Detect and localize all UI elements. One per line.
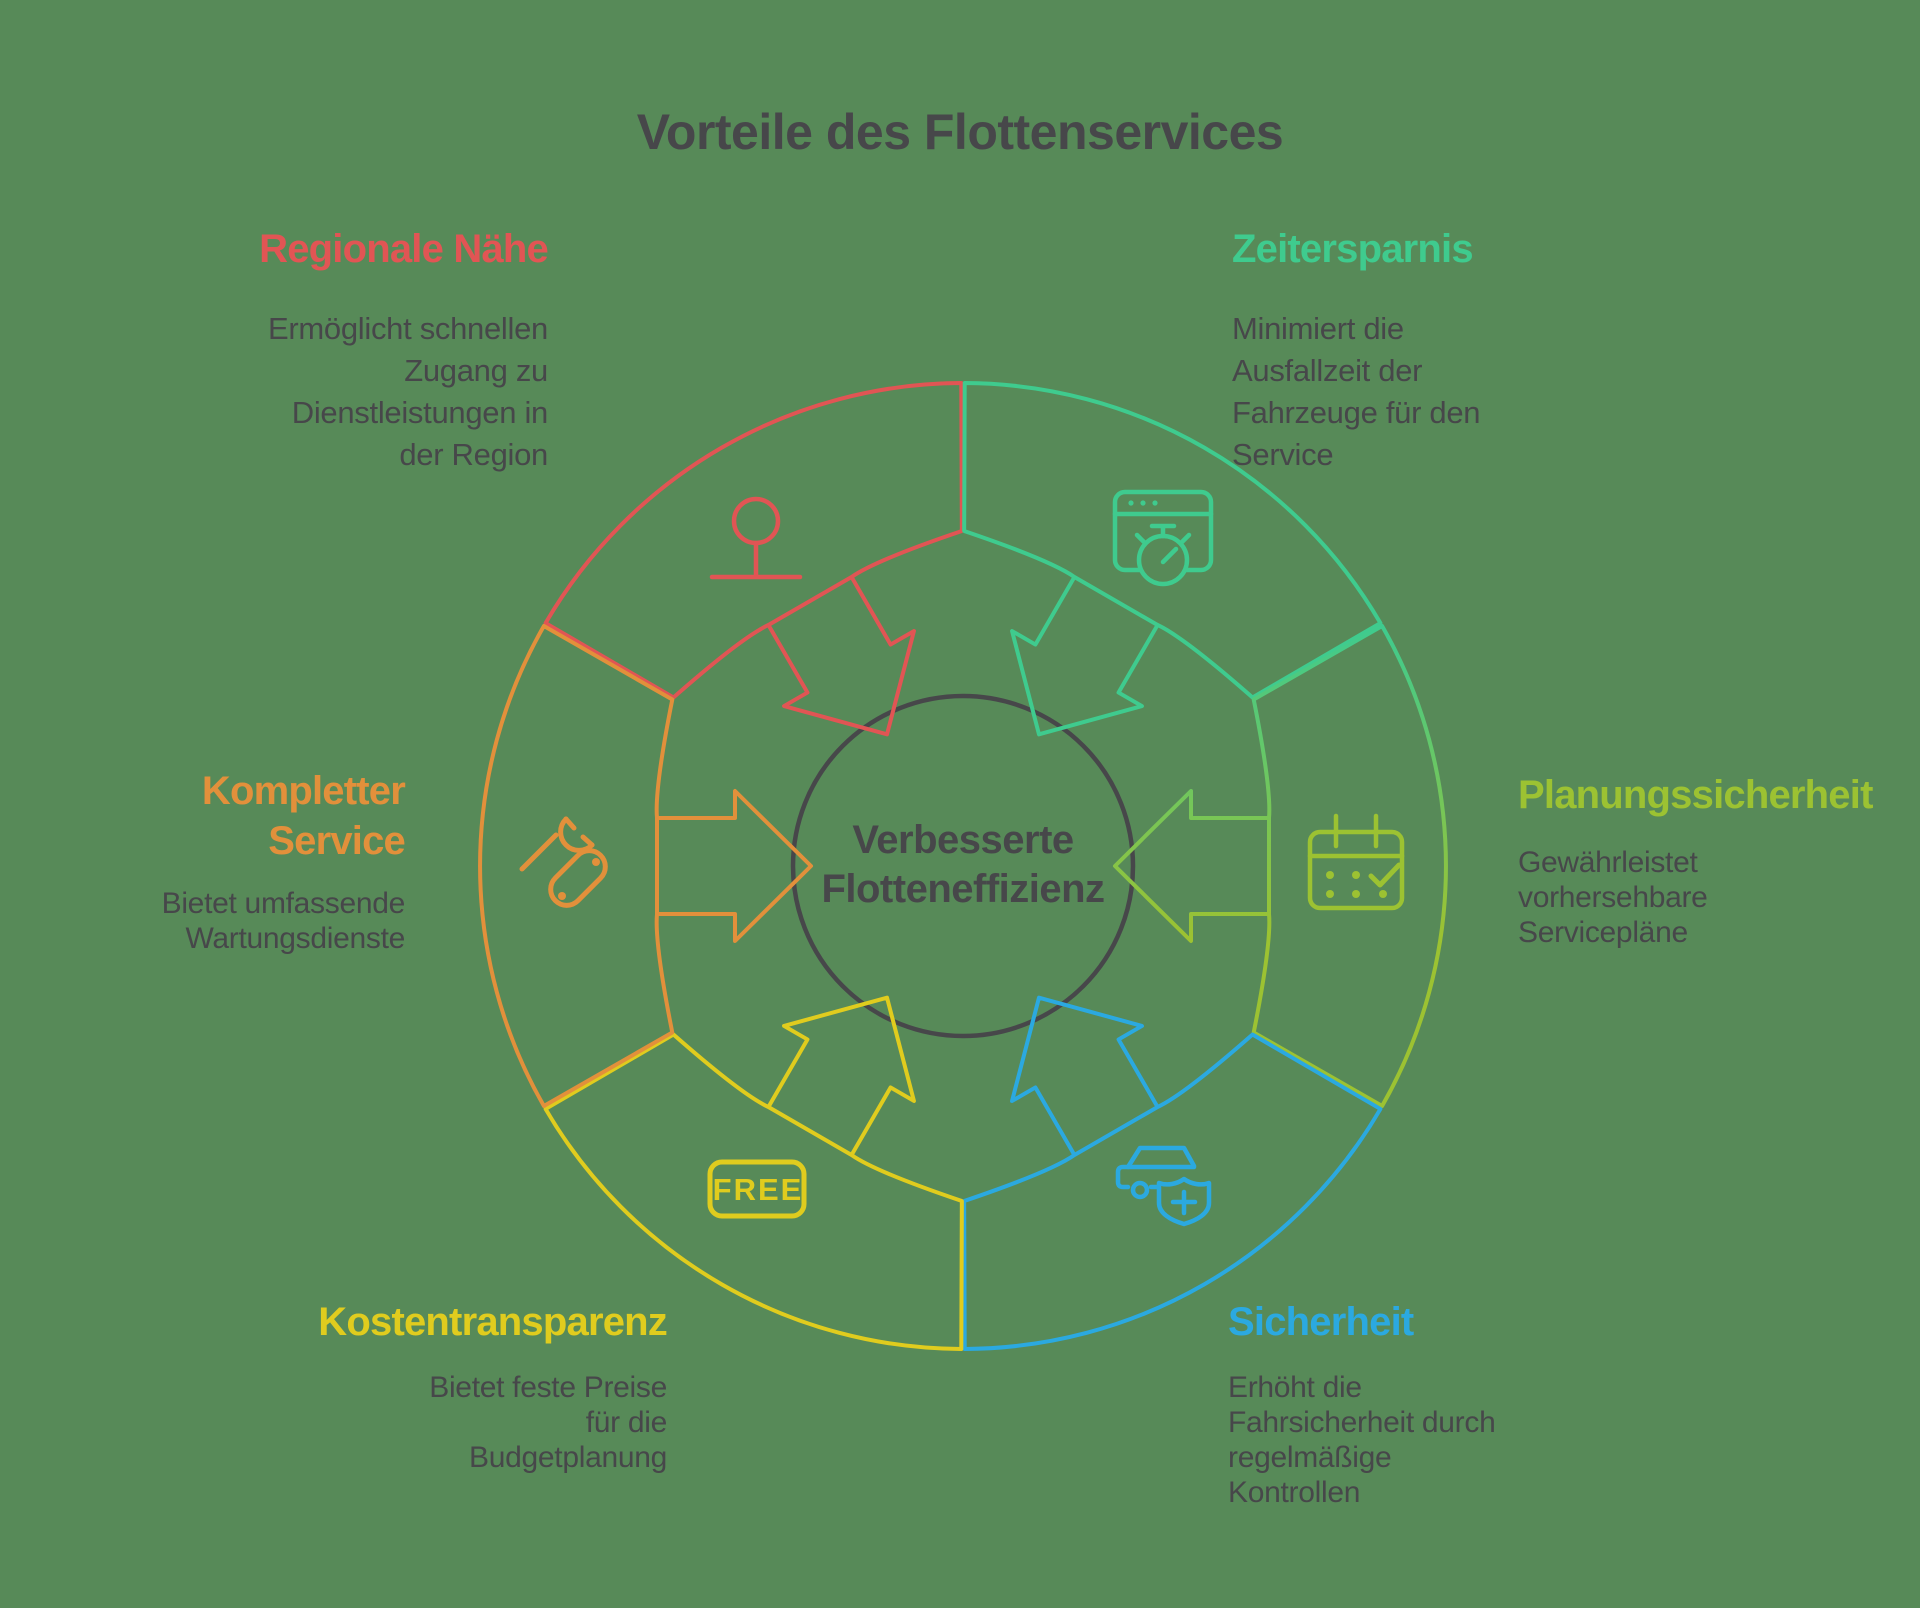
benefit-heading-kompletter-service: Kompletter Service <box>201 769 406 863</box>
segment-arrows <box>478 381 1448 1351</box>
benefit-heading-zeitersparnis: Zeitersparnis <box>1232 227 1474 271</box>
benefit-body-zeitersparnis: Minimiert die Ausfallzeit der Fahrzeuge … <box>1232 308 1481 476</box>
free-badge-label: FREE <box>713 1172 804 1207</box>
segment-arrow-planungssicherheit <box>1113 624 1448 1108</box>
center-circle <box>790 693 1136 1039</box>
page-title: Vorteile des Flottenservices <box>636 104 1284 160</box>
body-line: Minimiert die <box>1232 311 1404 346</box>
body-line: Dienstleistungen in <box>291 395 549 430</box>
tools-icon <box>519 816 608 908</box>
benefit-heading-sicherheit: Sicherheit <box>1228 1300 1414 1344</box>
body-line: vorhersehbare <box>1518 881 1708 914</box>
segment-arrow-kostentransparenz <box>543 995 964 1351</box>
body-line: Wartungsdienste <box>185 922 405 955</box>
benefit-body-kompletter-service: Bietet umfassende Wartungsdienste <box>161 886 406 956</box>
body-line: Ermöglicht schnellen <box>267 311 548 346</box>
body-line: Bietet umfassende <box>161 887 406 920</box>
benefit-heading-regionale-naehe: Regionale Nähe <box>259 227 549 271</box>
browser-stopwatch-icon <box>1112 489 1214 587</box>
segment-arrow-kompletter-service <box>478 624 813 1108</box>
segment-arrow-sicherheit <box>962 995 1383 1351</box>
free-badge-icon: FREE <box>707 1159 807 1219</box>
benefit-body-regionale-naehe: Ermöglicht schnellen Zugang zu Dienstlei… <box>268 308 548 476</box>
body-line: Gewährleistet <box>1518 846 1698 879</box>
body-line: Service <box>1232 437 1334 472</box>
body-line: Ausfallzeit der <box>1232 353 1423 388</box>
map-pin-icon <box>709 496 803 580</box>
benefit-body-planungssicherheit: Gewährleistet vorhersehbare Servicepläne <box>1518 845 1708 950</box>
calendar-check-icon <box>1307 813 1405 911</box>
center-label-line2: Flotteneffizienz <box>821 867 1105 911</box>
body-line: für die <box>585 1406 668 1439</box>
body-line: Bietet feste Preise <box>429 1371 667 1404</box>
segment-arrow-zeitersparnis <box>962 381 1383 737</box>
benefit-body-kostentransparenz: Bietet feste Preise für die Budgetplanun… <box>429 1370 667 1475</box>
benefit-heading-planungssicherheit: Planungssicherheit <box>1518 773 1873 817</box>
body-line: Erhöht die <box>1228 1371 1362 1404</box>
body-line: der Region <box>399 437 548 472</box>
body-line: Servicepläne <box>1518 916 1688 949</box>
body-line: Fahrzeuge für den <box>1232 395 1481 430</box>
body-line: Budgetplanung <box>469 1441 667 1474</box>
body-line: Zugang zu <box>404 353 548 388</box>
body-line: regelmäßige <box>1228 1441 1392 1474</box>
car-shield-icon <box>1115 1145 1212 1227</box>
center-label: Verbesserte Flotteneffizienz <box>763 816 1163 914</box>
body-line: Fahrsicherheit durch <box>1228 1406 1496 1439</box>
benefit-heading-kostentransparenz: Kostentransparenz <box>318 1300 668 1344</box>
segment-arrow-regionale-naehe <box>543 381 964 737</box>
body-line: Kontrollen <box>1228 1476 1361 1509</box>
benefit-body-sicherheit: Erhöht die Fahrsicherheit durch regelmäß… <box>1228 1370 1496 1510</box>
center-label-line1: Verbesserte <box>852 818 1074 862</box>
